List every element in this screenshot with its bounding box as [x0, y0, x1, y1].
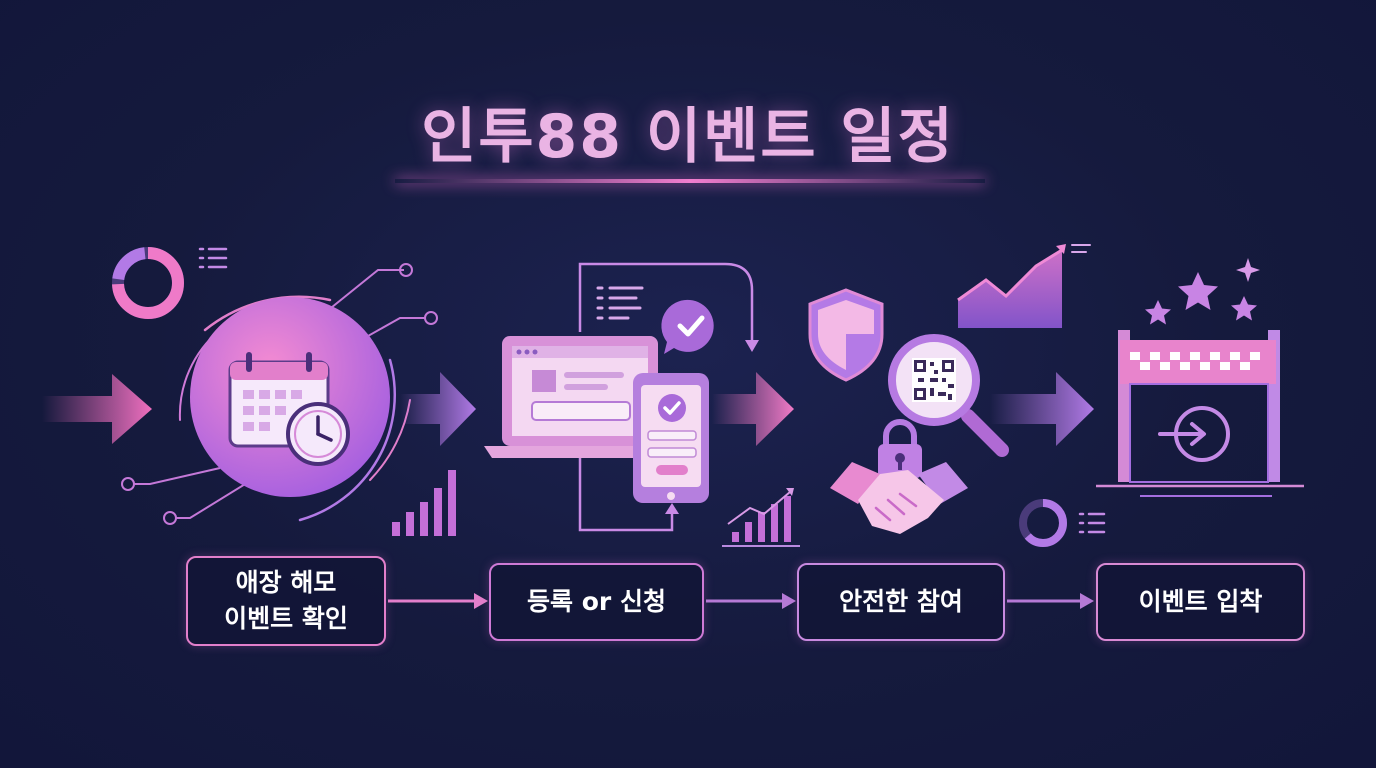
- step-2-label: 등록 or 신청: [527, 587, 666, 616]
- laptop-icon: [484, 336, 676, 458]
- line-area-chart-icon: [957, 244, 1091, 328]
- connector-arrows: [388, 593, 1094, 609]
- list-lines-icon: [198, 247, 228, 269]
- growth-bars-icon: [722, 488, 800, 547]
- step-4-label: 이벤트 입착: [1138, 587, 1263, 616]
- bar-chart-icon: [392, 470, 456, 536]
- padlock-icon: [878, 419, 922, 478]
- phone-icon: [633, 373, 709, 503]
- step-2-box: 등록 or 신청: [489, 563, 704, 641]
- step-4-box: 이벤트 입착: [1096, 563, 1305, 641]
- stars-icon: [1145, 258, 1260, 325]
- page-title: 인투88 이벤트 일정: [421, 102, 955, 172]
- arrow-3-icon: [990, 372, 1094, 446]
- handshake-icon: [830, 462, 968, 534]
- shield-icon: [808, 288, 884, 382]
- donut-chart-icon: [112, 247, 184, 319]
- step-3-box: 안전한 참여: [797, 563, 1005, 641]
- check-bubble-icon: [661, 299, 714, 354]
- step-1-illustration: [42, 247, 476, 536]
- donut-chart-small-icon: [1019, 499, 1067, 547]
- step-1-line-2: 이벤트 확인: [224, 604, 348, 633]
- intro-arrow-icon: [42, 374, 152, 444]
- step-4-illustration: [1096, 258, 1304, 497]
- arrow-2-icon: [712, 372, 794, 446]
- title-underline-glow: [395, 179, 985, 183]
- step-1-box: 애장 해모 이벤트 확인: [186, 556, 386, 646]
- entrance-gate-icon: [1096, 330, 1304, 497]
- arrow-1-icon: [400, 372, 476, 446]
- text-lines-icon: [596, 286, 644, 320]
- step-2-illustration: [484, 262, 800, 547]
- step-1-line-1: 애장 해모: [235, 568, 337, 597]
- step-3-label: 안전한 참여: [839, 587, 963, 616]
- qr-magnifier-icon: [888, 334, 1009, 457]
- clock-icon: [286, 402, 350, 466]
- step-3-illustration: [808, 244, 1106, 547]
